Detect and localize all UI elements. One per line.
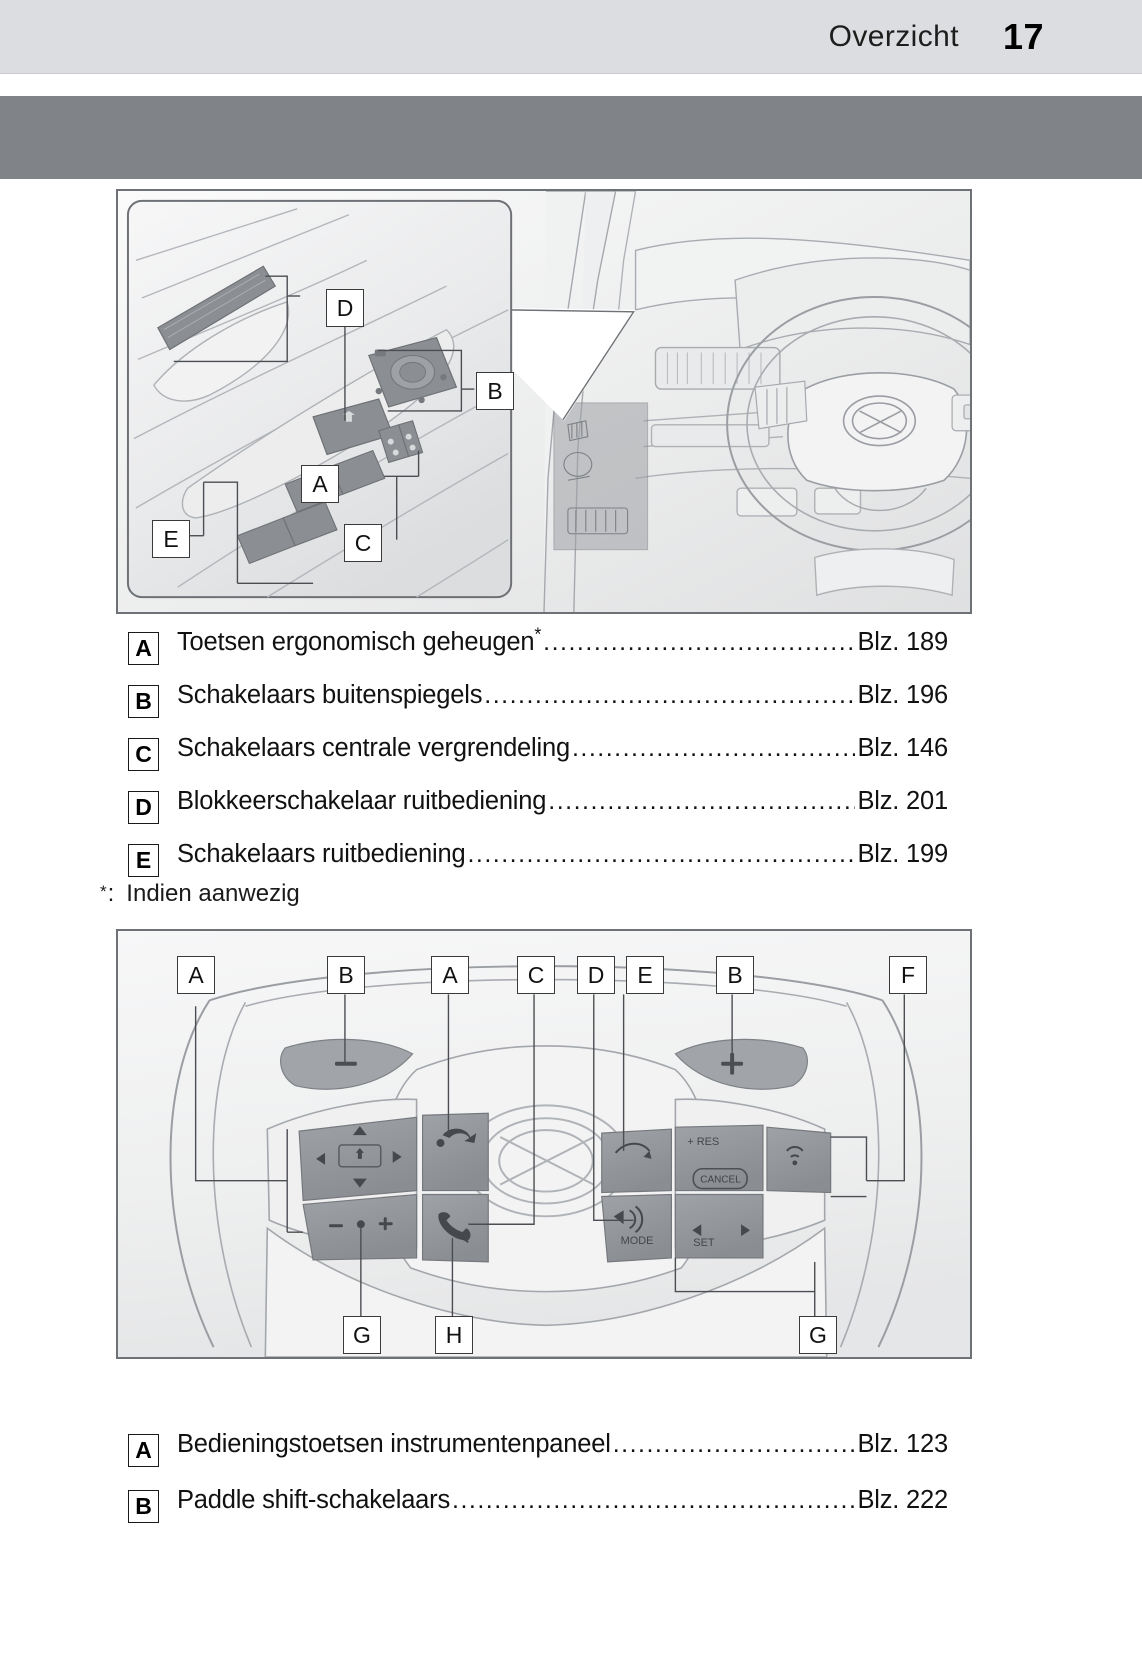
index-page-ref[interactable]: Blz. 189 [857, 628, 948, 656]
index-row[interactable]: E Schakelaars ruitbediening ............… [128, 838, 948, 891]
index-label: Schakelaars ruitbediening [177, 840, 466, 868]
index-label: Blokkeerschakelaar ruitbediening [177, 787, 547, 815]
index-page-ref[interactable]: Blz. 146 [857, 734, 948, 762]
door-panel-illustration [118, 191, 970, 612]
callout-wheel-A-inner: A [431, 956, 469, 994]
index-page-ref[interactable]: Blz. 201 [857, 787, 948, 815]
callout-wheel-G-left: G [343, 1316, 381, 1354]
index-page-ref[interactable]: Blz. 123 [857, 1430, 948, 1458]
page-number: 17 [1002, 16, 1044, 57]
svg-text:SET: SET [693, 1237, 715, 1249]
page-header: Overzicht 17 [0, 0, 1142, 74]
leader-dots: ........................................… [612, 1430, 856, 1458]
callout-wheel-F: F [889, 956, 927, 994]
callout-wheel-G-right: G [799, 1316, 837, 1354]
section-divider-band [0, 96, 1142, 179]
leader-dots: ........................................… [452, 1486, 856, 1514]
leader-dots: ........................................… [467, 840, 856, 868]
callout-door-B: B [476, 372, 514, 410]
footnote-separator: : [107, 880, 115, 907]
index-row[interactable]: A Toetsen ergonomisch geheugen* ........… [128, 626, 948, 679]
callout-door-A: A [301, 465, 339, 503]
callout-door-E: E [152, 520, 190, 558]
footnote-text: Indien aanwezig [126, 880, 300, 907]
steering-wheel-illustration: + RES SET MODE CANCEL [118, 931, 970, 1357]
index-page-ref[interactable]: Blz. 199 [857, 840, 948, 868]
callout-wheel-D: D [577, 956, 615, 994]
callout-wheel-C: C [517, 956, 555, 994]
chapter-title: Overzicht [828, 20, 959, 53]
index-key: A [128, 632, 159, 665]
svg-text:MODE: MODE [621, 1235, 654, 1247]
index-key: B [128, 685, 159, 718]
index-row[interactable]: A Bedieningstoetsen instrumentenpaneel .… [128, 1428, 948, 1484]
index-key: D [128, 791, 159, 824]
index-page-ref[interactable]: Blz. 222 [857, 1486, 948, 1514]
callout-door-D: D [326, 289, 364, 327]
callout-wheel-A-left: A [177, 956, 215, 994]
index-row[interactable]: C Schakelaars centrale vergrendeling ...… [128, 732, 948, 785]
leader-dots: ........................................… [571, 734, 856, 762]
index-row[interactable]: B Paddle shift-schakelaars .............… [128, 1484, 948, 1540]
leader-dots: ........................................… [543, 628, 856, 656]
callout-wheel-E: E [626, 956, 664, 994]
callout-door-C: C [344, 524, 382, 562]
footnote-marker: * [100, 882, 107, 901]
callout-wheel-H: H [435, 1316, 473, 1354]
figure-door-panel: A B C D E [116, 189, 972, 614]
callout-wheel-B-left: B [327, 956, 365, 994]
footnote-marker: * [534, 624, 542, 645]
index-key: C [128, 738, 159, 771]
index-label: Schakelaars centrale vergrendeling [177, 734, 570, 762]
index-key: B [128, 1490, 159, 1523]
index-list-steering-wheel: A Bedieningstoetsen instrumentenpaneel .… [128, 1428, 948, 1540]
svg-text:CANCEL: CANCEL [700, 1175, 741, 1186]
index-row[interactable]: D Blokkeerschakelaar ruitbediening .....… [128, 785, 948, 838]
index-label: Toetsen ergonomisch geheugen* [177, 624, 542, 657]
index-label: Schakelaars buitenspiegels [177, 681, 483, 709]
svg-text:+ RES: + RES [687, 1136, 719, 1148]
index-label: Bedieningstoetsen instrumentenpaneel [177, 1430, 611, 1458]
index-page-ref[interactable]: Blz. 196 [857, 681, 948, 709]
index-row[interactable]: B Schakelaars buitenspiegels ...........… [128, 679, 948, 732]
footnote: * : Indien aanwezig [100, 880, 300, 908]
index-key: E [128, 844, 159, 877]
header-content: Overzicht 17 [829, 0, 1044, 74]
index-list-door-panel: A Toetsen ergonomisch geheugen* ........… [128, 626, 948, 891]
index-label: Paddle shift-schakelaars [177, 1486, 451, 1514]
leader-dots: ........................................… [548, 787, 855, 815]
leader-dots: ........................................… [484, 681, 856, 709]
figure-steering-wheel: + RES SET MODE CANCEL [116, 929, 972, 1359]
callout-wheel-B-right: B [716, 956, 754, 994]
index-key: A [128, 1434, 159, 1467]
